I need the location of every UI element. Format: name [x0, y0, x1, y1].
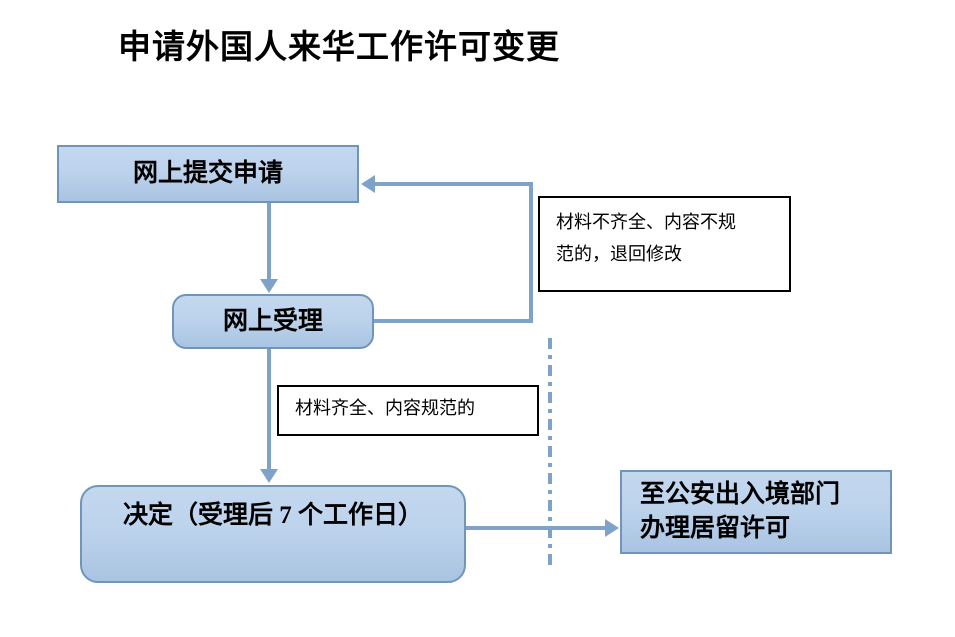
arrowhead-submit-to-accept [260, 279, 278, 293]
annotation-return-for-revision-label: 材料不齐全、内容不规 范的，退回修改 [556, 212, 736, 264]
annotation-return-for-revision: 材料不齐全、内容不规 范的，退回修改 [538, 196, 791, 292]
phase-divider-line [548, 338, 552, 566]
node-submit-application-label: 网上提交申请 [132, 160, 283, 187]
node-residence-permit[interactable]: 至公安出入境部门 办理居留许可 [620, 470, 892, 554]
connector-accept-to-decision [267, 349, 271, 471]
node-residence-permit-label: 至公安出入境部门 办理居留许可 [640, 481, 841, 542]
node-online-acceptance-label: 网上受理 [222, 307, 323, 335]
page-title: 申请外国人来华工作许可变更 [118, 30, 560, 66]
node-online-acceptance[interactable]: 网上受理 [172, 294, 374, 349]
connector-return-segment-top [375, 182, 533, 186]
connector-return-segment-bottom [374, 319, 533, 323]
annotation-materials-complete: 材料齐全、内容规范的 [277, 385, 539, 436]
annotation-materials-complete-label: 材料齐全、内容规范的 [295, 398, 475, 418]
node-decision[interactable]: 决定（受理后 7 个工作日） [80, 485, 466, 583]
arrowhead-accept-to-decision [260, 469, 278, 483]
connector-submit-to-accept [267, 203, 271, 281]
connector-return-segment-vertical [529, 182, 533, 323]
connector-decision-to-residence [466, 526, 606, 530]
node-decision-label: 决定（受理后 7 个工作日） [122, 502, 423, 529]
arrowhead-decision-to-residence [605, 519, 619, 537]
arrowhead-return-to-submit [361, 175, 375, 193]
node-submit-application[interactable]: 网上提交申请 [57, 145, 359, 203]
